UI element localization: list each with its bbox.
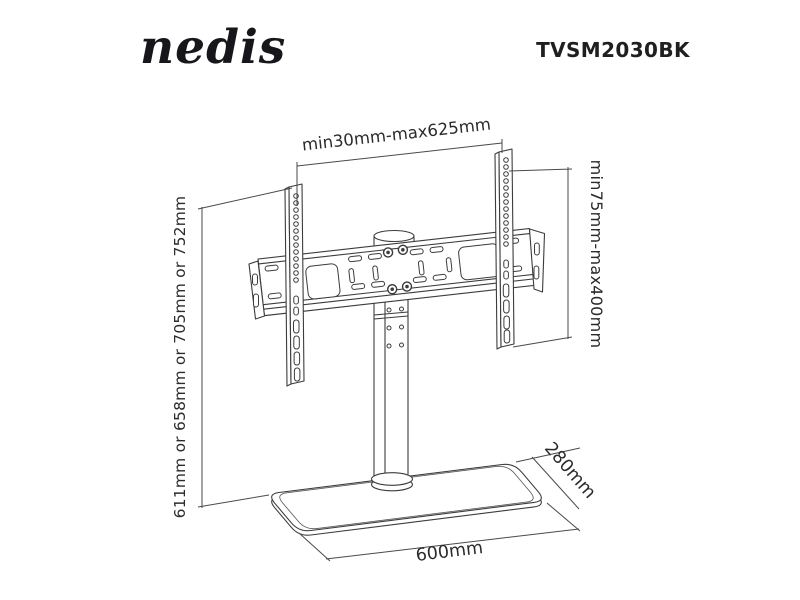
dimension-right: min75mm-max400mm <box>508 160 606 349</box>
nedis-logo: nedis <box>140 20 286 75</box>
rail-right-endcap <box>528 228 546 293</box>
dimension-base-width-label: 600mm <box>415 538 484 566</box>
rail-vertical-slots <box>348 257 453 284</box>
pole-collar <box>370 472 414 492</box>
right-vesa-bracket <box>494 148 515 350</box>
dimension-base-depth-label: 280mm <box>540 439 599 503</box>
dimension-right-label: min75mm-max400mm <box>587 160 606 349</box>
dimension-top: min30mm-max625mm <box>296 115 503 206</box>
left-bracket-holes <box>293 193 301 382</box>
dimension-top-label: min30mm-max625mm <box>301 115 492 155</box>
left-vesa-bracket <box>284 183 305 387</box>
right-bracket-holes <box>502 157 511 344</box>
dimension-left: 611mm or 658mm or 705mm or 752mm <box>171 187 293 519</box>
dimension-left-label: 611mm or 658mm or 705mm or 752mm <box>171 196 189 519</box>
rail-bolts <box>382 244 413 295</box>
pole <box>373 294 409 480</box>
rail-left-endcap <box>248 260 266 320</box>
model-number: TVSM2030BK <box>536 38 691 62</box>
